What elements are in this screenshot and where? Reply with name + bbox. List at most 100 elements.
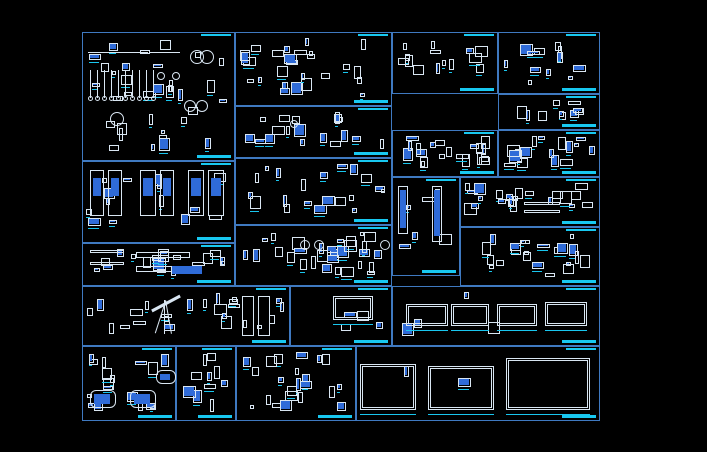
dimension-marker xyxy=(489,271,492,272)
appliance-block-fill xyxy=(266,167,267,169)
appliance-block xyxy=(354,66,361,79)
appliance-block xyxy=(520,44,533,56)
dimension-marker xyxy=(92,89,98,90)
dimension-marker xyxy=(320,181,326,182)
appliance-block xyxy=(148,362,158,375)
appliance-block xyxy=(537,244,550,248)
appliance-block-fill xyxy=(303,375,308,385)
appliance-block xyxy=(321,73,330,79)
appliance-block xyxy=(439,234,452,245)
dimension-marker xyxy=(287,398,295,399)
dimension-marker xyxy=(210,259,219,260)
appliance-block xyxy=(252,367,259,376)
recliner-chair-1 xyxy=(90,390,116,408)
block-panel-21 xyxy=(236,346,356,421)
appliance-block xyxy=(357,77,362,84)
appliance-block xyxy=(439,154,445,159)
panel-header-bar-17 xyxy=(358,288,388,290)
appliance-block xyxy=(357,311,369,321)
appliance-block xyxy=(381,189,385,193)
appliance-block-fill xyxy=(110,44,116,49)
appliance-block-fill xyxy=(407,137,417,139)
appliance-block xyxy=(487,255,494,265)
appliance-block-fill xyxy=(110,221,115,222)
panel-header-bar-19 xyxy=(142,348,172,350)
panel-title-bar-13 xyxy=(197,280,231,283)
appliance-block-fill xyxy=(222,381,226,385)
appliance-block-fill xyxy=(547,70,549,74)
appliance-block xyxy=(322,354,330,365)
block-panel-12 xyxy=(460,177,600,227)
appliance-block-fill xyxy=(154,85,162,93)
appliance-block xyxy=(476,64,484,73)
appliance-block xyxy=(294,50,307,55)
appliance-block-fill xyxy=(413,233,416,238)
appliance-block xyxy=(214,366,220,379)
appliance-block xyxy=(538,111,547,121)
appliance-block-fill xyxy=(98,300,102,309)
appliance-block xyxy=(575,251,579,264)
dimension-marker xyxy=(222,321,225,322)
recliner-chair-3 xyxy=(156,370,176,384)
appliance-block xyxy=(362,241,367,253)
fireplace-block xyxy=(172,266,202,274)
appliance-block xyxy=(337,402,346,411)
appliance-block xyxy=(161,130,165,134)
appliance-block-fill xyxy=(123,64,128,69)
appliance-block xyxy=(291,82,303,95)
dimension-marker xyxy=(456,161,467,162)
appliance-block-fill xyxy=(558,244,566,252)
hanging-tool-7 xyxy=(132,70,133,98)
appliance-block xyxy=(102,357,106,368)
block-panel-17 xyxy=(290,286,392,346)
dimension-marker xyxy=(346,249,354,250)
appliance-block xyxy=(557,52,563,63)
appliance-block xyxy=(573,108,583,113)
dimension-marker xyxy=(558,61,561,62)
appliance-block xyxy=(278,377,284,383)
appliance-block-fill xyxy=(104,387,111,388)
appliance-block-fill xyxy=(281,401,290,409)
round-fixture-9 xyxy=(314,240,324,250)
appliance-block xyxy=(560,191,572,204)
appliance-block xyxy=(337,384,342,390)
appliance-block-fill xyxy=(331,250,337,258)
dimension-marker xyxy=(157,275,164,276)
panel-title-bar-19 xyxy=(138,415,172,418)
panel-title-bar-3 xyxy=(460,88,494,91)
round-fixture-10 xyxy=(380,240,390,250)
dimension-marker xyxy=(276,180,279,181)
appliance-block xyxy=(161,314,172,318)
screen-dimension-5 xyxy=(545,330,587,331)
appliance-block-fill xyxy=(528,52,538,53)
appliance-block-fill xyxy=(405,367,407,375)
appliance-block xyxy=(275,247,283,257)
dimension-marker xyxy=(557,256,566,257)
hanging-tool-2 xyxy=(97,70,98,98)
hanging-tool-head-5 xyxy=(116,96,121,101)
appliance-block xyxy=(86,209,92,215)
appliance-block-fill xyxy=(90,55,99,58)
dimension-marker xyxy=(158,264,167,265)
appliance-block xyxy=(465,183,470,191)
appliance-block xyxy=(207,372,212,381)
appliance-block xyxy=(283,195,287,207)
appliance-block-fill xyxy=(338,403,344,409)
appliance-block-fill xyxy=(318,356,320,361)
dimension-marker xyxy=(532,271,542,272)
dimension-marker xyxy=(277,79,286,80)
appliance-block xyxy=(190,207,200,213)
dimension-marker xyxy=(102,382,110,383)
appliance-block xyxy=(287,252,295,263)
round-fixture-11 xyxy=(290,120,298,128)
appliance-block-fill xyxy=(295,249,305,252)
appliance-block xyxy=(327,255,339,263)
round-fixture-6 xyxy=(196,100,208,112)
appliance-block-fill xyxy=(403,324,412,334)
dimension-marker xyxy=(302,389,308,390)
dimension-marker xyxy=(250,211,259,212)
screen-dimension-4 xyxy=(497,330,537,331)
appliance-block xyxy=(89,354,94,363)
appliance-block xyxy=(352,136,361,142)
